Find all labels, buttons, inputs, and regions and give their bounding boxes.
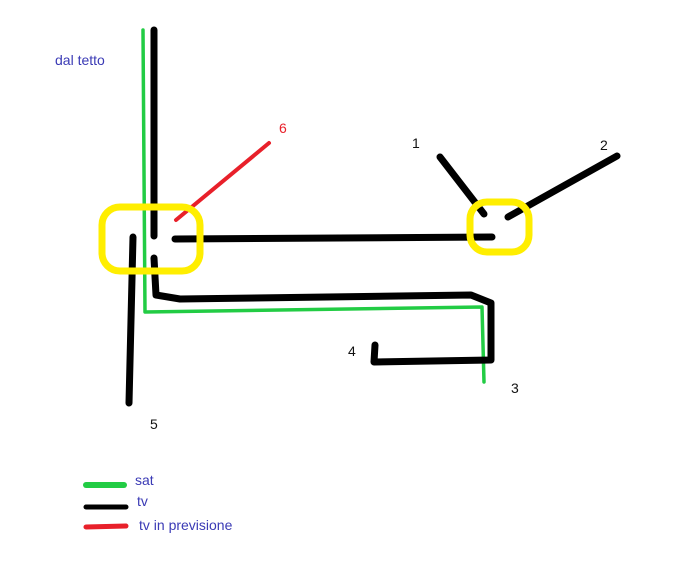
outlet-2-label: 2 (600, 137, 608, 153)
junction-box-right (466, 198, 533, 256)
tv-cable-to-outlet-4 (150, 254, 495, 366)
outlet-4-label: 4 (348, 343, 356, 359)
outlet-3-label: 3 (511, 380, 519, 396)
legend-tv-label: tv (137, 493, 148, 509)
outlet-5-label: 5 (150, 416, 158, 432)
legend-planned-line (83, 523, 129, 530)
sat-cable (141, 28, 486, 384)
legend-sat-label: sat (135, 472, 154, 488)
legend-planned-label: tv in previsione (139, 517, 233, 533)
outlet-6-label: 6 (279, 120, 287, 136)
tv-cable-stub-left (125, 233, 137, 407)
tv-cable-to-right-junction (171, 233, 496, 243)
junction-box-left (98, 203, 204, 275)
roof-label: dal tetto (55, 52, 105, 68)
outlet-1-label: 1 (412, 135, 420, 151)
